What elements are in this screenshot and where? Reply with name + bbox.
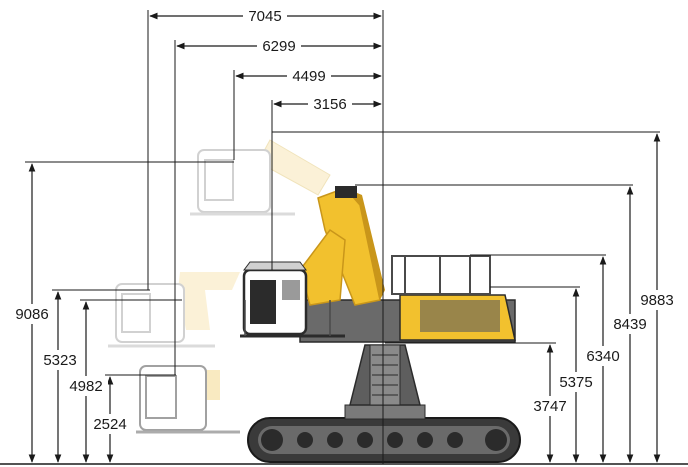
dim-width-6299: 6299 <box>262 38 295 55</box>
dim-width-3156: 3156 <box>313 96 346 113</box>
boom-lower <box>299 228 346 306</box>
dim-height-9086: 9086 <box>15 306 48 323</box>
horizontal-dimension-lines <box>149 12 382 108</box>
dim-height-8439: 8439 <box>613 316 646 333</box>
dim-height-6340: 6340 <box>586 348 619 365</box>
dim-height-5375: 5375 <box>559 374 592 391</box>
dim-width-7045: 7045 <box>248 8 281 25</box>
dim-height-5323: 5323 <box>43 352 76 369</box>
dim-height-3747: 3747 <box>533 398 566 415</box>
ghost-cab-high <box>190 139 331 216</box>
dim-height-4982: 4982 <box>69 378 102 395</box>
dim-height-2524: 2524 <box>93 416 126 433</box>
ghost-cab-mid <box>108 272 240 348</box>
extension-lines <box>25 10 660 464</box>
dim-height-9883: 9883 <box>640 292 673 309</box>
ghost-cab-low <box>136 365 240 434</box>
excavator-machine <box>240 186 521 463</box>
dim-width-4499: 4499 <box>292 68 325 85</box>
